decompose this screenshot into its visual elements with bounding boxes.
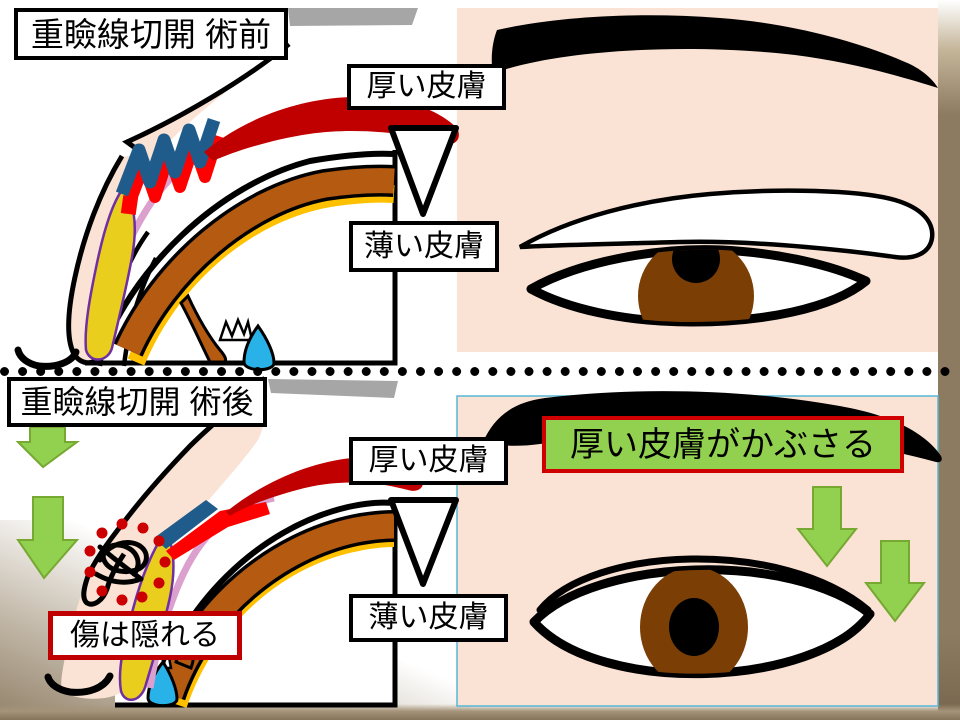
thin-skin-label-after: 薄い皮膚 <box>349 594 508 642</box>
after-left-arrows <box>15 426 81 580</box>
lash-teeth-icon <box>218 316 254 342</box>
slide-frame-bottom <box>0 704 960 720</box>
muscle-stem <box>179 293 228 364</box>
down-arrow-icon <box>863 540 927 623</box>
before-front-view <box>491 15 938 327</box>
thick-skin-label-after: 厚い皮膚 <box>349 437 508 485</box>
diagram-box-border <box>115 505 398 708</box>
incision-dotted-circle <box>84 518 171 606</box>
lid-margin-curl <box>14 346 80 370</box>
down-arrow-icon <box>15 426 81 469</box>
thick-skin-covers-callout: 厚い皮膚がかぶさる <box>542 416 904 473</box>
before-cross-section-diagram <box>14 8 459 372</box>
brow-band-gray <box>268 379 398 398</box>
before-section-title: 重瞼線切開 術前 <box>14 8 288 60</box>
thin-skin-label-before: 薄い皮膚 <box>349 221 499 272</box>
slide-frame-right <box>938 0 960 720</box>
double-eyelid-line <box>536 555 872 614</box>
incision-blue-segment <box>154 500 218 549</box>
iris <box>638 249 754 322</box>
incision-red-segment <box>166 502 270 560</box>
triangle-down-icon <box>388 125 459 217</box>
upper-layer-arc <box>95 150 395 363</box>
section-divider-dotted-line <box>0 367 950 376</box>
lid-margin-curl <box>44 672 114 696</box>
pupil <box>672 249 720 283</box>
triangle-down-icon <box>388 497 459 587</box>
pupil <box>669 598 719 656</box>
down-arrow-icon <box>795 486 859 568</box>
after-section-title: 重瞼線切開 術後 <box>7 377 267 427</box>
brow-band-gray <box>288 8 418 26</box>
tarsal-yellow-strip <box>84 188 136 361</box>
thick-skin-label-before: 厚い皮膚 <box>347 64 506 110</box>
scar-hidden-callout: 傷は隠れる <box>48 611 242 660</box>
eyebrow <box>491 15 938 88</box>
incision-zigzag-blue <box>115 117 221 197</box>
thin-skin-fold <box>518 188 935 260</box>
muscle-red-band <box>204 96 459 161</box>
down-arrow-icon <box>16 496 80 580</box>
brown-layer-arc <box>116 168 395 356</box>
suture-knot-icon <box>93 540 149 585</box>
